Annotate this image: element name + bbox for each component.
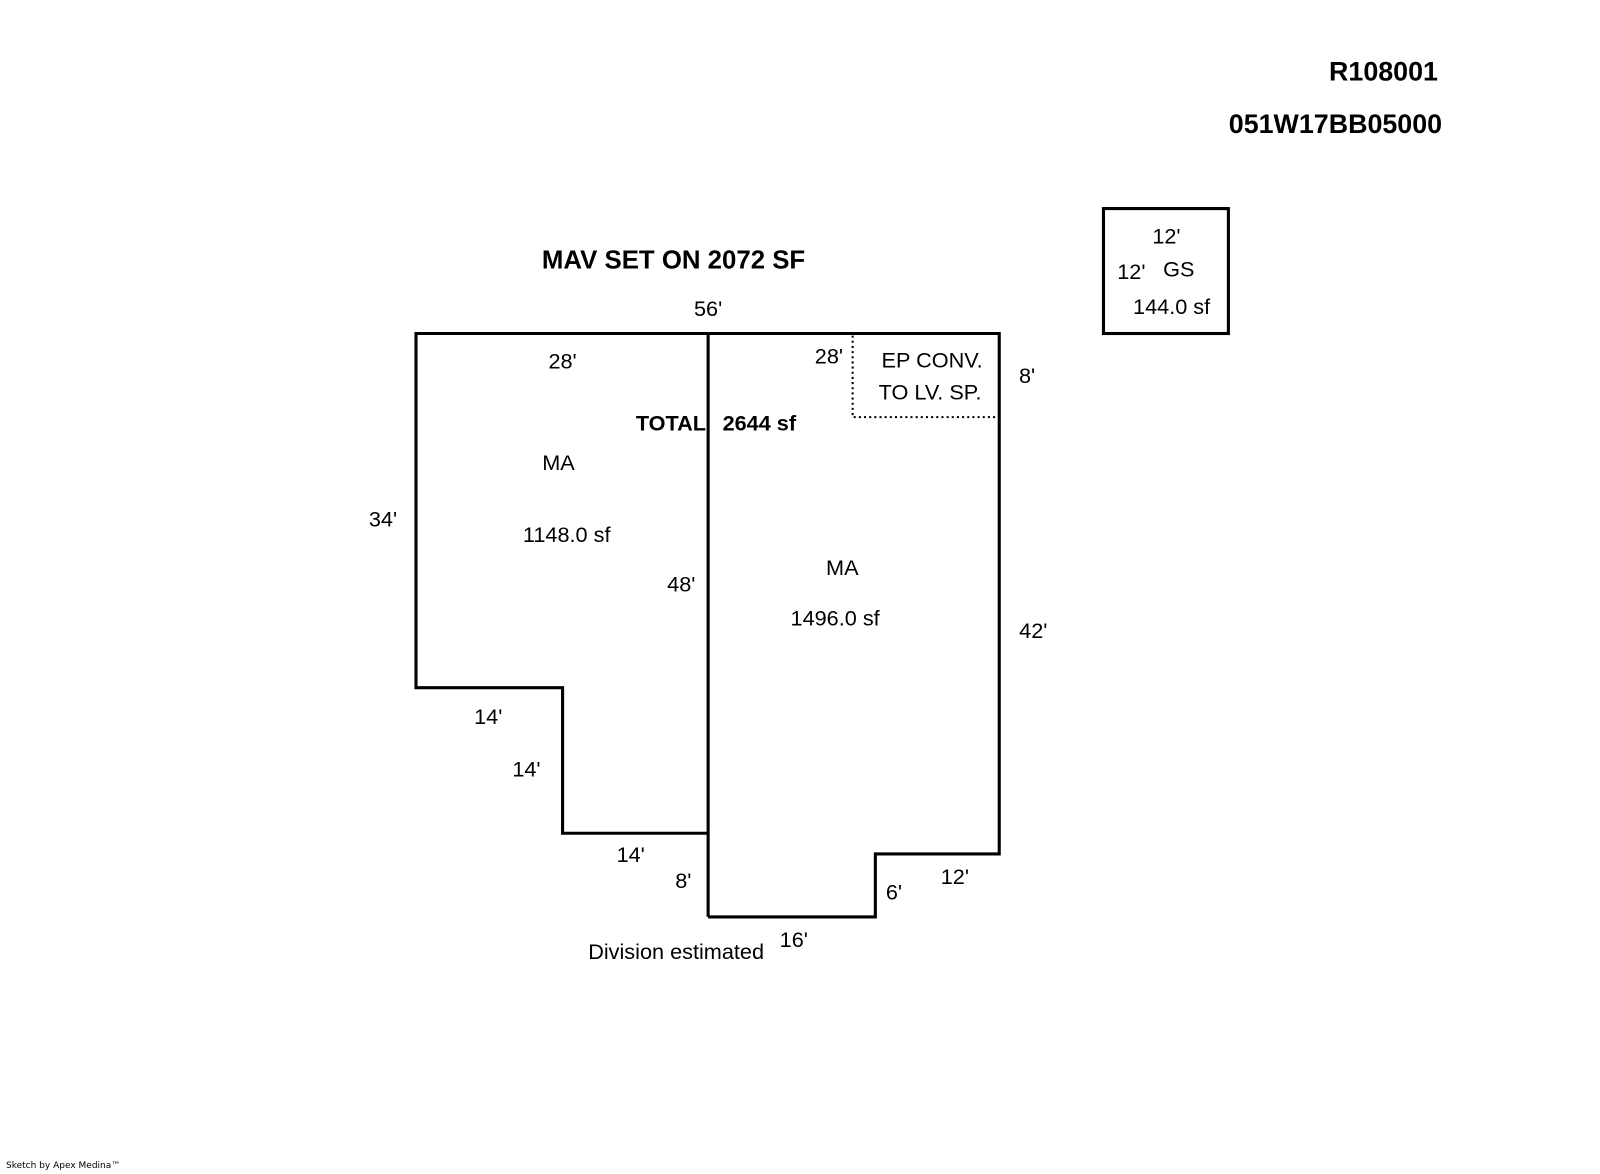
- map-number: 051W17BB05000: [1229, 109, 1442, 139]
- dim-right-top: 28': [815, 343, 843, 368]
- dim-top: 56': [694, 296, 722, 321]
- dim-gs-top: 12': [1152, 224, 1180, 249]
- parcel-id: R108001: [1329, 57, 1438, 87]
- left-ma-outline: [414, 331, 709, 835]
- dim-step1: 14': [474, 704, 502, 729]
- dim-step3: 14': [617, 842, 645, 867]
- right-ma-outline: [708, 331, 1001, 919]
- dim-notch: 6': [886, 879, 902, 904]
- right-area-size: 1496.0 sf: [791, 606, 881, 631]
- gs-area-size: 144.0 sf: [1133, 294, 1211, 319]
- left-area-size: 1148.0 sf: [523, 522, 612, 547]
- dim-bottom: 16': [780, 927, 808, 952]
- dim-bottom-left: 8': [675, 868, 691, 893]
- dim-gs-side: 12': [1117, 259, 1145, 284]
- gs-outline: [1101, 207, 1230, 336]
- sketch-title: MAV SET ON 2072 SF: [542, 246, 805, 274]
- dim-ep-side: 8': [1019, 363, 1035, 388]
- sketch-credit: Sketch by Apex Medina™: [6, 1161, 121, 1171]
- dim-right: 42': [1019, 618, 1047, 643]
- dim-step2: 14': [512, 756, 540, 781]
- ep-dotted-outline: [851, 335, 998, 419]
- left-area-code: MA: [542, 450, 575, 475]
- total-label: TOTAL: [636, 411, 706, 436]
- ep-note-line1: EP CONV.: [882, 348, 983, 373]
- gs-area-code: GS: [1163, 257, 1194, 282]
- right-area-code: MA: [826, 555, 859, 580]
- dim-notch-top: 12': [941, 864, 969, 889]
- division-note: Division estimated: [588, 939, 764, 964]
- dim-mid: 48': [667, 572, 695, 597]
- dim-left-top: 28': [548, 349, 576, 374]
- total-value: 2644 sf: [723, 411, 797, 436]
- dim-left: 34': [369, 507, 397, 532]
- ep-note-line2: TO LV. SP.: [879, 380, 982, 405]
